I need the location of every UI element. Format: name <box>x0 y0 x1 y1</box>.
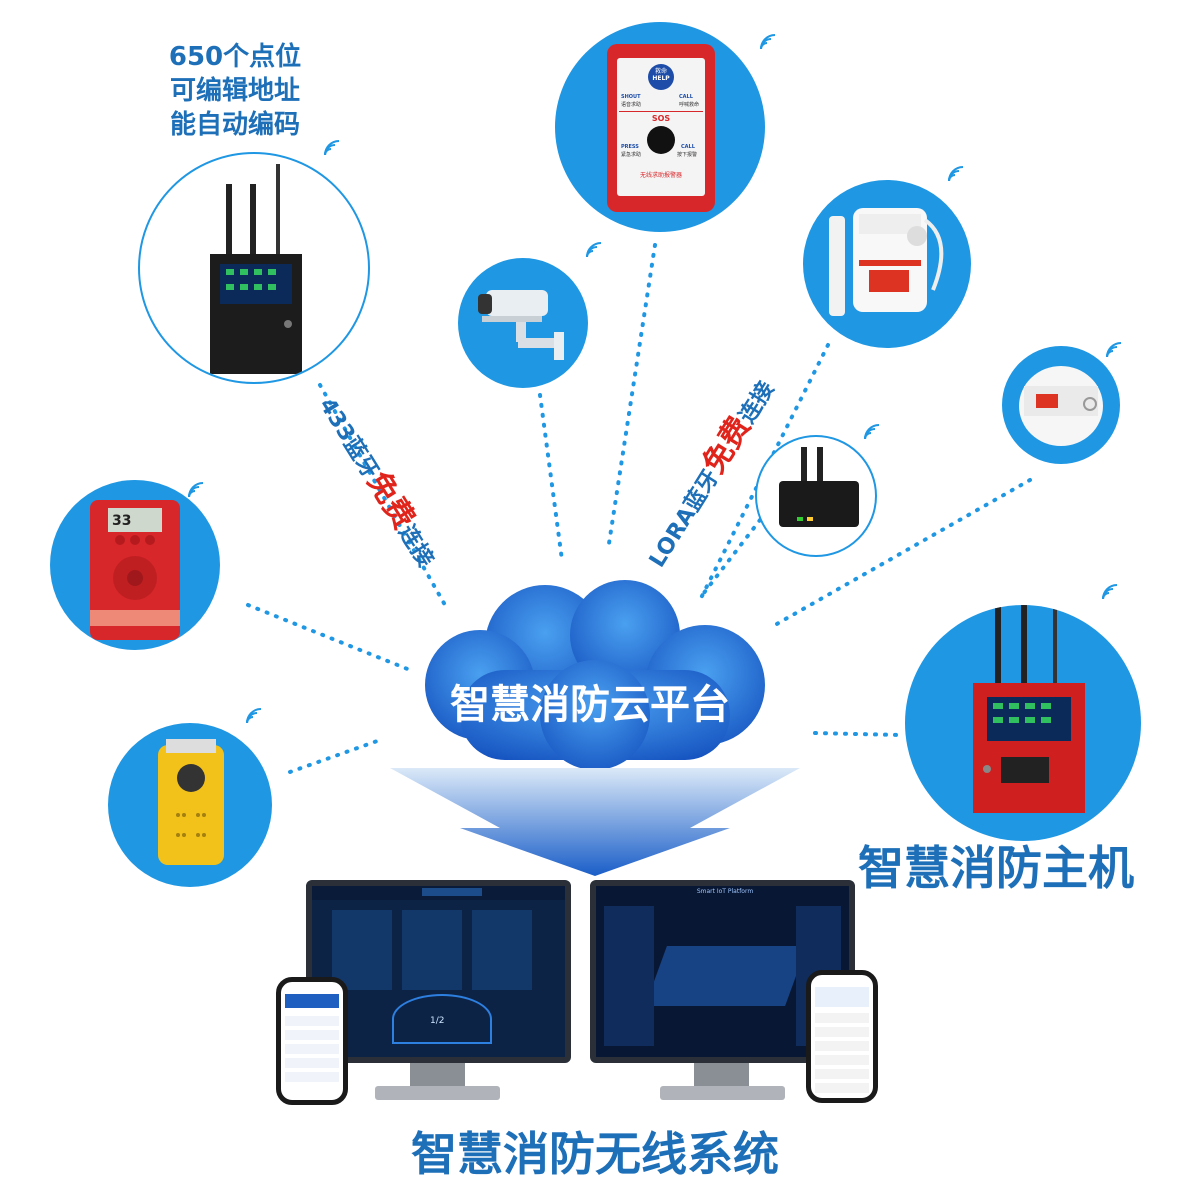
arrow-down-icon <box>390 768 800 876</box>
points-description-label: 650个点位 可编辑地址 能自动编码 <box>168 42 302 140</box>
host-device <box>905 605 1141 841</box>
wifi-icon <box>586 242 602 258</box>
gas-detector-device <box>803 180 971 348</box>
control-panel-icon <box>210 164 302 374</box>
wifi-icon <box>1106 342 1122 358</box>
left-monitor: 1/2 <box>306 880 571 1063</box>
smoke-detector-icon <box>1019 366 1103 446</box>
call-top-cn-label: 呼喊救命 <box>679 102 700 108</box>
wifi-icon <box>760 34 776 50</box>
wifi-icon <box>188 482 204 498</box>
control-panel-icon <box>973 605 1085 813</box>
smoke-detector-device <box>1002 346 1120 464</box>
monitor-base <box>375 1086 500 1100</box>
sos-label: SOS <box>651 114 671 123</box>
wifi-icon <box>1102 584 1118 600</box>
help-en-label: HELP <box>652 75 670 82</box>
sound-alarm-device: 33 <box>50 480 220 650</box>
cloud-icon <box>425 580 765 770</box>
right-phone <box>806 970 878 1103</box>
press-cn-label: 紧急求助 <box>621 152 642 158</box>
right-monitor-title: Smart IoT Platform <box>696 888 754 895</box>
sound-alarm-icon: 33 <box>90 500 180 640</box>
shout-cn-label: 语音求助 <box>621 102 642 108</box>
bottom-title: 智慧消防无线系统 <box>411 1127 779 1181</box>
wifi-icon <box>864 424 880 440</box>
shout-label: SHOUT <box>621 94 641 100</box>
sos-button <box>647 126 675 154</box>
monitor-stand <box>410 1063 465 1087</box>
gateway-device <box>755 435 877 557</box>
cloud-platform-title: 智慧消防云平台 <box>450 682 730 728</box>
camera-icon <box>478 290 564 360</box>
help-icon <box>648 64 674 90</box>
gas-detector-icon <box>829 208 944 316</box>
press-label: PRESS <box>621 144 639 150</box>
host-title: 智慧消防主机 <box>858 841 1134 895</box>
call-bottom-label: CALL <box>681 144 695 150</box>
svg-text:33: 33 <box>112 513 131 529</box>
control-panel-device <box>138 152 370 384</box>
gateway-icon <box>779 447 859 527</box>
call-top-label: CALL <box>679 94 693 100</box>
sos-footer-label: 无线求助报警器 <box>639 172 682 179</box>
left-phone <box>276 977 348 1105</box>
call-bottom-cn-label: 按下报警 <box>677 152 698 158</box>
help-cn-label: 救命 <box>654 68 667 75</box>
sos-alarm-device: 救命 HELP SHOUT 语音求助 CALL 呼喊救命 SOS PRESS 紧… <box>555 22 765 232</box>
handheld-alarm-device <box>108 723 272 887</box>
camera-device <box>458 258 588 388</box>
monitor-stand <box>694 1063 749 1087</box>
wifi-icon <box>324 140 340 156</box>
wifi-icon <box>246 708 262 724</box>
left-monitor-page: 1/2 <box>430 1016 445 1026</box>
handheld-alarm-icon <box>158 739 224 865</box>
monitor-base <box>660 1086 785 1100</box>
wifi-icon <box>948 166 964 182</box>
